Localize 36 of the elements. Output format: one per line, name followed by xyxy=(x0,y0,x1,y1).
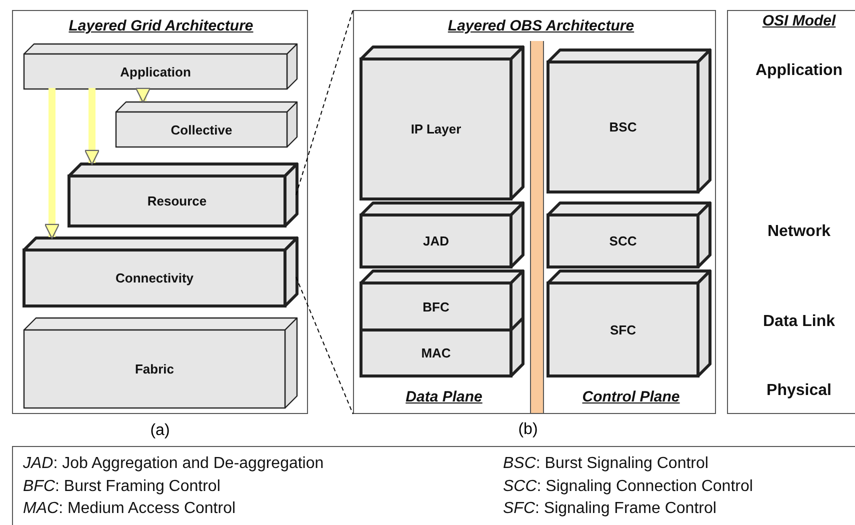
layer-name: Data Link xyxy=(763,313,835,331)
abbreviation-definition: BFC: Burst Framing Control xyxy=(23,478,220,496)
layer-label: Connectivity xyxy=(116,270,194,286)
arrow xyxy=(44,88,60,239)
layer-name: Physical xyxy=(766,382,832,400)
layer-label: MAC xyxy=(421,345,451,360)
panel-frame xyxy=(727,10,855,414)
layer-label: Collective xyxy=(170,122,232,137)
layer-label: Application xyxy=(120,64,191,79)
layer-name: Application xyxy=(755,62,843,80)
abbreviation-definition: SFC: Signaling Frame Control xyxy=(503,500,716,518)
layer-label: BFC xyxy=(422,299,450,314)
layer-name: Network xyxy=(767,223,831,241)
layer-label: SCC xyxy=(609,234,637,248)
abbreviation-definition: BSC: Burst Signaling Control xyxy=(503,455,708,473)
abbreviation-definition: SCC: Signaling Connection Control xyxy=(503,478,753,496)
panel-title: Data Plane xyxy=(406,388,482,406)
panel-frame xyxy=(12,10,308,414)
layer-label: SFC xyxy=(610,322,636,337)
arrow xyxy=(135,88,151,103)
panel-title: OSI Model xyxy=(762,12,836,30)
layer-label: Resource xyxy=(147,194,207,208)
abbreviation-definition: MAC: Medium Access Control xyxy=(23,500,236,518)
abbreviation-definition: JAD: Job Aggregation and De-aggregation xyxy=(23,455,324,473)
layer-label: IP Layer xyxy=(410,122,462,136)
layer-label: Fabric xyxy=(135,362,174,376)
layer-label: JAD xyxy=(423,234,449,248)
layer-label: BSC xyxy=(609,120,637,134)
panel-title: Control Plane xyxy=(582,388,680,406)
key-box xyxy=(12,446,855,525)
panel-title: Layered OBS Architecture xyxy=(448,18,634,34)
panel-caption: (b) xyxy=(518,421,538,439)
panel-title: Layered Grid Architecture xyxy=(68,18,254,34)
arrow xyxy=(84,88,100,165)
panel-frame xyxy=(353,10,716,414)
panel-caption: (a) xyxy=(150,422,170,440)
